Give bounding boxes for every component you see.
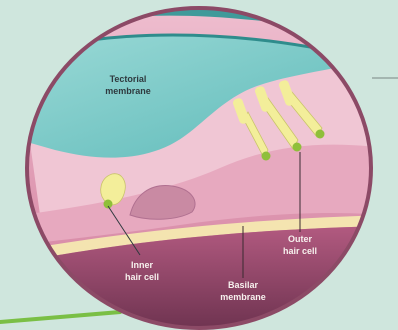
label-tectorial-line2: membrane [105, 86, 151, 96]
label-basilar-line1: Basilar [228, 280, 259, 290]
label-basilar-line2: membrane [220, 292, 266, 302]
nucleus-dot [316, 130, 325, 139]
label-outer-line1: Outer [288, 234, 313, 244]
nucleus-dot [104, 200, 113, 209]
label-inner-line1: Inner [131, 260, 154, 270]
nucleus-dot [262, 152, 271, 161]
label-inner-line2: hair cell [125, 272, 159, 282]
nucleus-dot [293, 143, 302, 152]
label-tectorial-line1: Tectorial [110, 74, 147, 84]
label-outer-line2: hair cell [283, 246, 317, 256]
